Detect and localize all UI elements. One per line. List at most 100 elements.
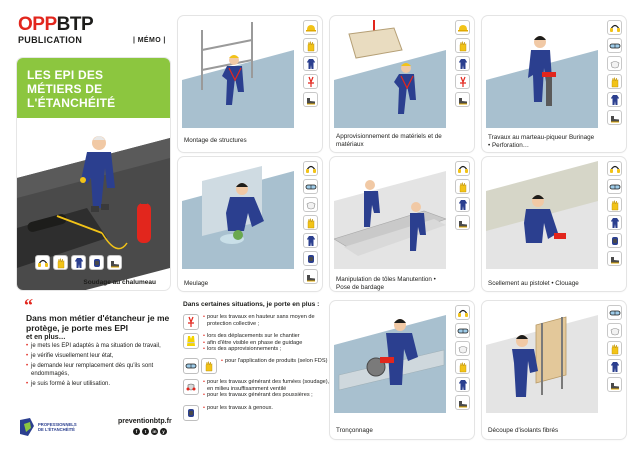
situation-knees: pour les travaux à genoux. <box>183 405 331 421</box>
ear-protection-icon <box>607 161 622 176</box>
card-ppe-icons <box>607 305 622 392</box>
gloves-icon <box>607 341 622 356</box>
card-meulage: Meulage <box>178 157 322 291</box>
dust-mask-icon <box>607 56 622 71</box>
card-marteau-piqueur: Travaux au marteau-piqueur Burinage • Pe… <box>482 16 626 152</box>
coverall-icon <box>455 197 470 212</box>
social-links: f t in y <box>133 428 167 435</box>
ear-protection-icon <box>607 20 622 35</box>
ear-protection-icon <box>455 161 470 176</box>
card-label: Travaux au marteau-piqueur Burinage • Pe… <box>488 134 595 149</box>
safety-shoes-icon <box>303 269 318 284</box>
gloves-icon <box>201 358 217 374</box>
nail-gun-illustration <box>486 161 598 269</box>
card-label: Découpe d'isolants fibrés <box>488 427 559 434</box>
card-label: Meulage <box>184 280 209 287</box>
situation-text: pour les travaux en hauteur sans moyen d… <box>203 314 331 327</box>
coverall-icon <box>71 255 86 270</box>
situation-text: lors des approvisionnements ; <box>203 346 331 353</box>
list-item: je suis formé à leur utilisation. <box>26 381 176 389</box>
quote-title: Dans mon métier d'étancheur je me protèg… <box>26 313 170 333</box>
quote-subtitle: et en plus… <box>26 334 66 341</box>
hero-ppe-icons <box>35 255 122 270</box>
helmet-icon <box>303 20 318 35</box>
list-item: je vérifie visuellement leur état, <box>26 353 176 361</box>
card-ppe-icons <box>303 20 318 107</box>
card-manipulation-toles: Manipulation de tôles Manutention • Pose… <box>330 157 474 291</box>
scaffold-illustration <box>182 22 294 128</box>
ear-protection-icon <box>35 255 50 270</box>
metal-sheets-illustration <box>334 171 446 269</box>
situation-text: lors des déplacements sur le chantier <box>203 333 331 340</box>
card-label: Manipulation de tôles Manutention • Pose… <box>336 276 436 291</box>
linkedin-icon[interactable]: in <box>151 428 158 435</box>
list-item: je demande leur remplacement dès qu'ils … <box>26 363 176 378</box>
goggles-icon <box>607 38 622 53</box>
ear-protection-icon <box>455 305 470 320</box>
respirator-mask-icon <box>183 379 199 395</box>
publication-label: PUBLICATION <box>18 35 83 45</box>
website-link[interactable]: preventionbtp.fr <box>118 418 172 425</box>
gloves-icon <box>607 74 622 89</box>
situation-fumes: pour les travaux générant des fumées (so… <box>183 379 331 399</box>
grinding-illustration <box>182 166 294 269</box>
gloves-icon <box>53 255 68 270</box>
list-item: je mets les EPI adaptés à ma situation d… <box>26 343 176 351</box>
card-montage-structures: Montage de structures <box>178 16 322 152</box>
roofer-torch-illustration <box>17 136 170 290</box>
insulation-cutting-illustration <box>486 315 598 413</box>
safety-shoes-icon <box>607 251 622 266</box>
coverall-icon <box>455 377 470 392</box>
card-decoupe-isolants: Découpe d'isolants fibrés <box>482 301 626 439</box>
logo-btp-text: BTP <box>56 14 94 35</box>
org-line2: DE L'ÉTANCHÉITÉ <box>38 427 75 432</box>
goggles-icon <box>183 358 199 374</box>
situation-text: pour les travaux générant des fumées (so… <box>203 379 331 392</box>
situation-products: pour l'application de produits (selon FD… <box>183 358 331 374</box>
facebook-icon[interactable]: f <box>133 428 140 435</box>
page-title: LES EPI DES MÉTIERS DE L'ÉTANCHÉITÉ <box>17 58 170 118</box>
card-scellement: Scellement au pistolet • Clouage <box>482 157 626 291</box>
situation-text: pour l'application de produits (selon FD… <box>221 358 331 365</box>
knee-pads-icon <box>183 405 199 421</box>
cutoff-saw-illustration <box>334 315 446 413</box>
card-ppe-icons <box>455 161 470 230</box>
logo-opp-text: OPP <box>18 14 57 35</box>
coverall-icon <box>303 233 318 248</box>
situation-text: pour les travaux à genoux. <box>203 405 331 412</box>
gloves-icon <box>455 179 470 194</box>
hero-caption: Soudage au chalumeau <box>83 279 156 286</box>
safety-shoes-icon <box>455 92 470 107</box>
harness-icon <box>303 74 318 89</box>
safety-shoes-icon <box>303 92 318 107</box>
card-tronconnage: Tronçonnage <box>330 301 474 439</box>
youtube-icon[interactable]: y <box>160 428 167 435</box>
gloves-icon <box>607 197 622 212</box>
professionnels-etancheite-logo: PROFESSIONNELS DE L'ÉTANCHÉITÉ <box>20 418 77 436</box>
coverall-icon <box>455 56 470 71</box>
knee-pads-icon <box>303 251 318 266</box>
ear-protection-icon <box>303 161 318 176</box>
quote-list: je mets les EPI adaptés à ma situation d… <box>26 343 176 391</box>
situations-title: Dans certaines situations, je porte en p… <box>183 301 320 308</box>
gloves-icon <box>455 38 470 53</box>
card-ppe-icons <box>607 161 622 266</box>
gloves-icon <box>303 215 318 230</box>
situation-text: afin d'être visible en phase de guidage <box>203 340 331 347</box>
twitter-icon[interactable]: t <box>142 428 149 435</box>
oppbtp-logo: OPPBTP PUBLICATION <box>18 14 94 45</box>
hi-vis-vest-icon <box>183 333 199 349</box>
card-ppe-icons <box>303 161 318 284</box>
gloves-icon <box>455 359 470 374</box>
card-label: Approvisionnement de matériels et de mat… <box>336 133 442 148</box>
knee-pads-icon <box>89 255 104 270</box>
card-ppe-icons <box>607 20 622 125</box>
hero-card: LES EPI DES MÉTIERS DE L'ÉTANCHÉITÉ Soud… <box>17 58 170 290</box>
gloves-icon <box>303 38 318 53</box>
goggles-icon <box>303 179 318 194</box>
card-label: Montage de structures <box>184 137 247 144</box>
quote-mark: “ <box>24 295 33 315</box>
coverall-icon <box>303 56 318 71</box>
card-label: Scellement au pistolet • Clouage <box>488 280 579 287</box>
dust-mask-icon <box>607 323 622 338</box>
